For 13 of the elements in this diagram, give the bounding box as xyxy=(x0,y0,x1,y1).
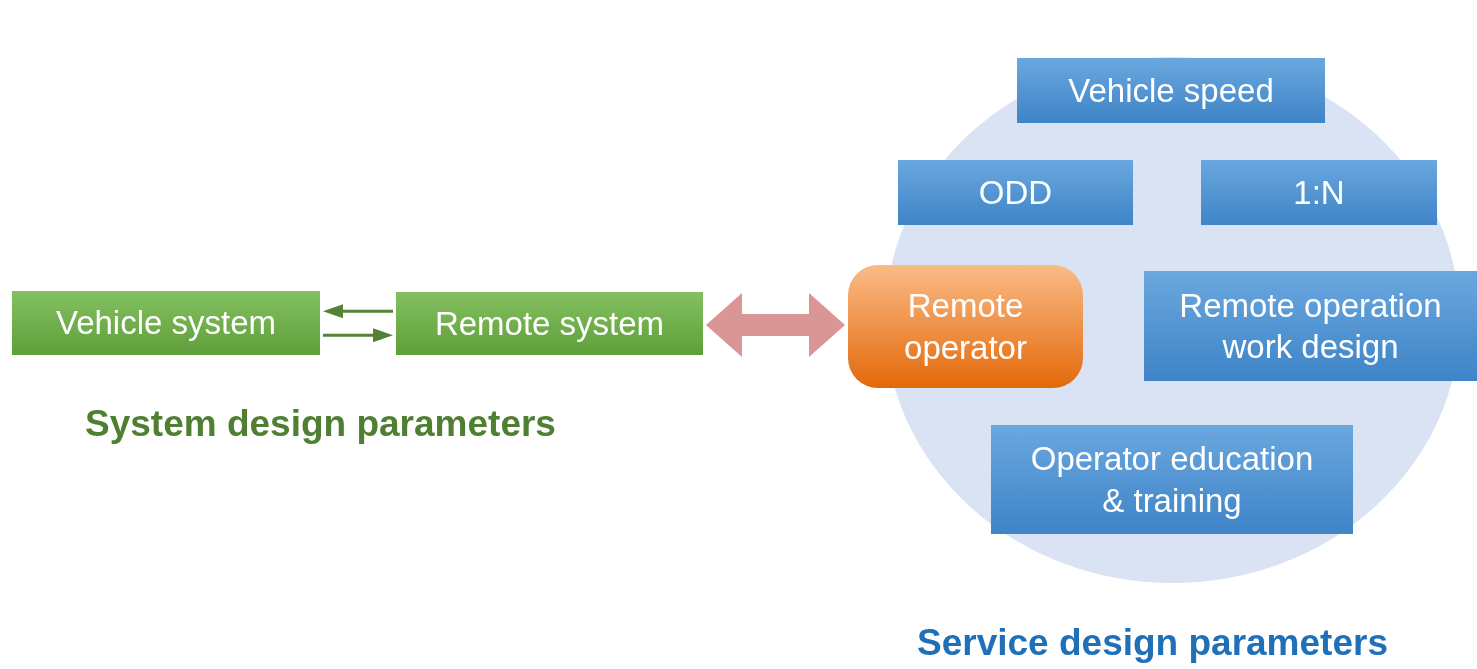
parameter-box: Remote operation work design xyxy=(1144,271,1477,381)
system-box: Vehicle system xyxy=(12,291,320,355)
arrow xyxy=(323,328,393,343)
system-box: Remote system xyxy=(396,292,703,355)
parameter-box: ODD xyxy=(898,160,1133,225)
section-heading: Service design parameters xyxy=(917,622,1388,664)
double-arrow xyxy=(706,293,845,357)
arrow xyxy=(323,304,393,319)
parameter-box: 1:N xyxy=(1201,160,1437,225)
operator-box: Remote operator xyxy=(848,265,1083,388)
section-heading: System design parameters xyxy=(85,403,556,445)
parameter-box: Operator education & training xyxy=(991,425,1353,534)
parameter-box: Vehicle speed xyxy=(1017,58,1325,123)
